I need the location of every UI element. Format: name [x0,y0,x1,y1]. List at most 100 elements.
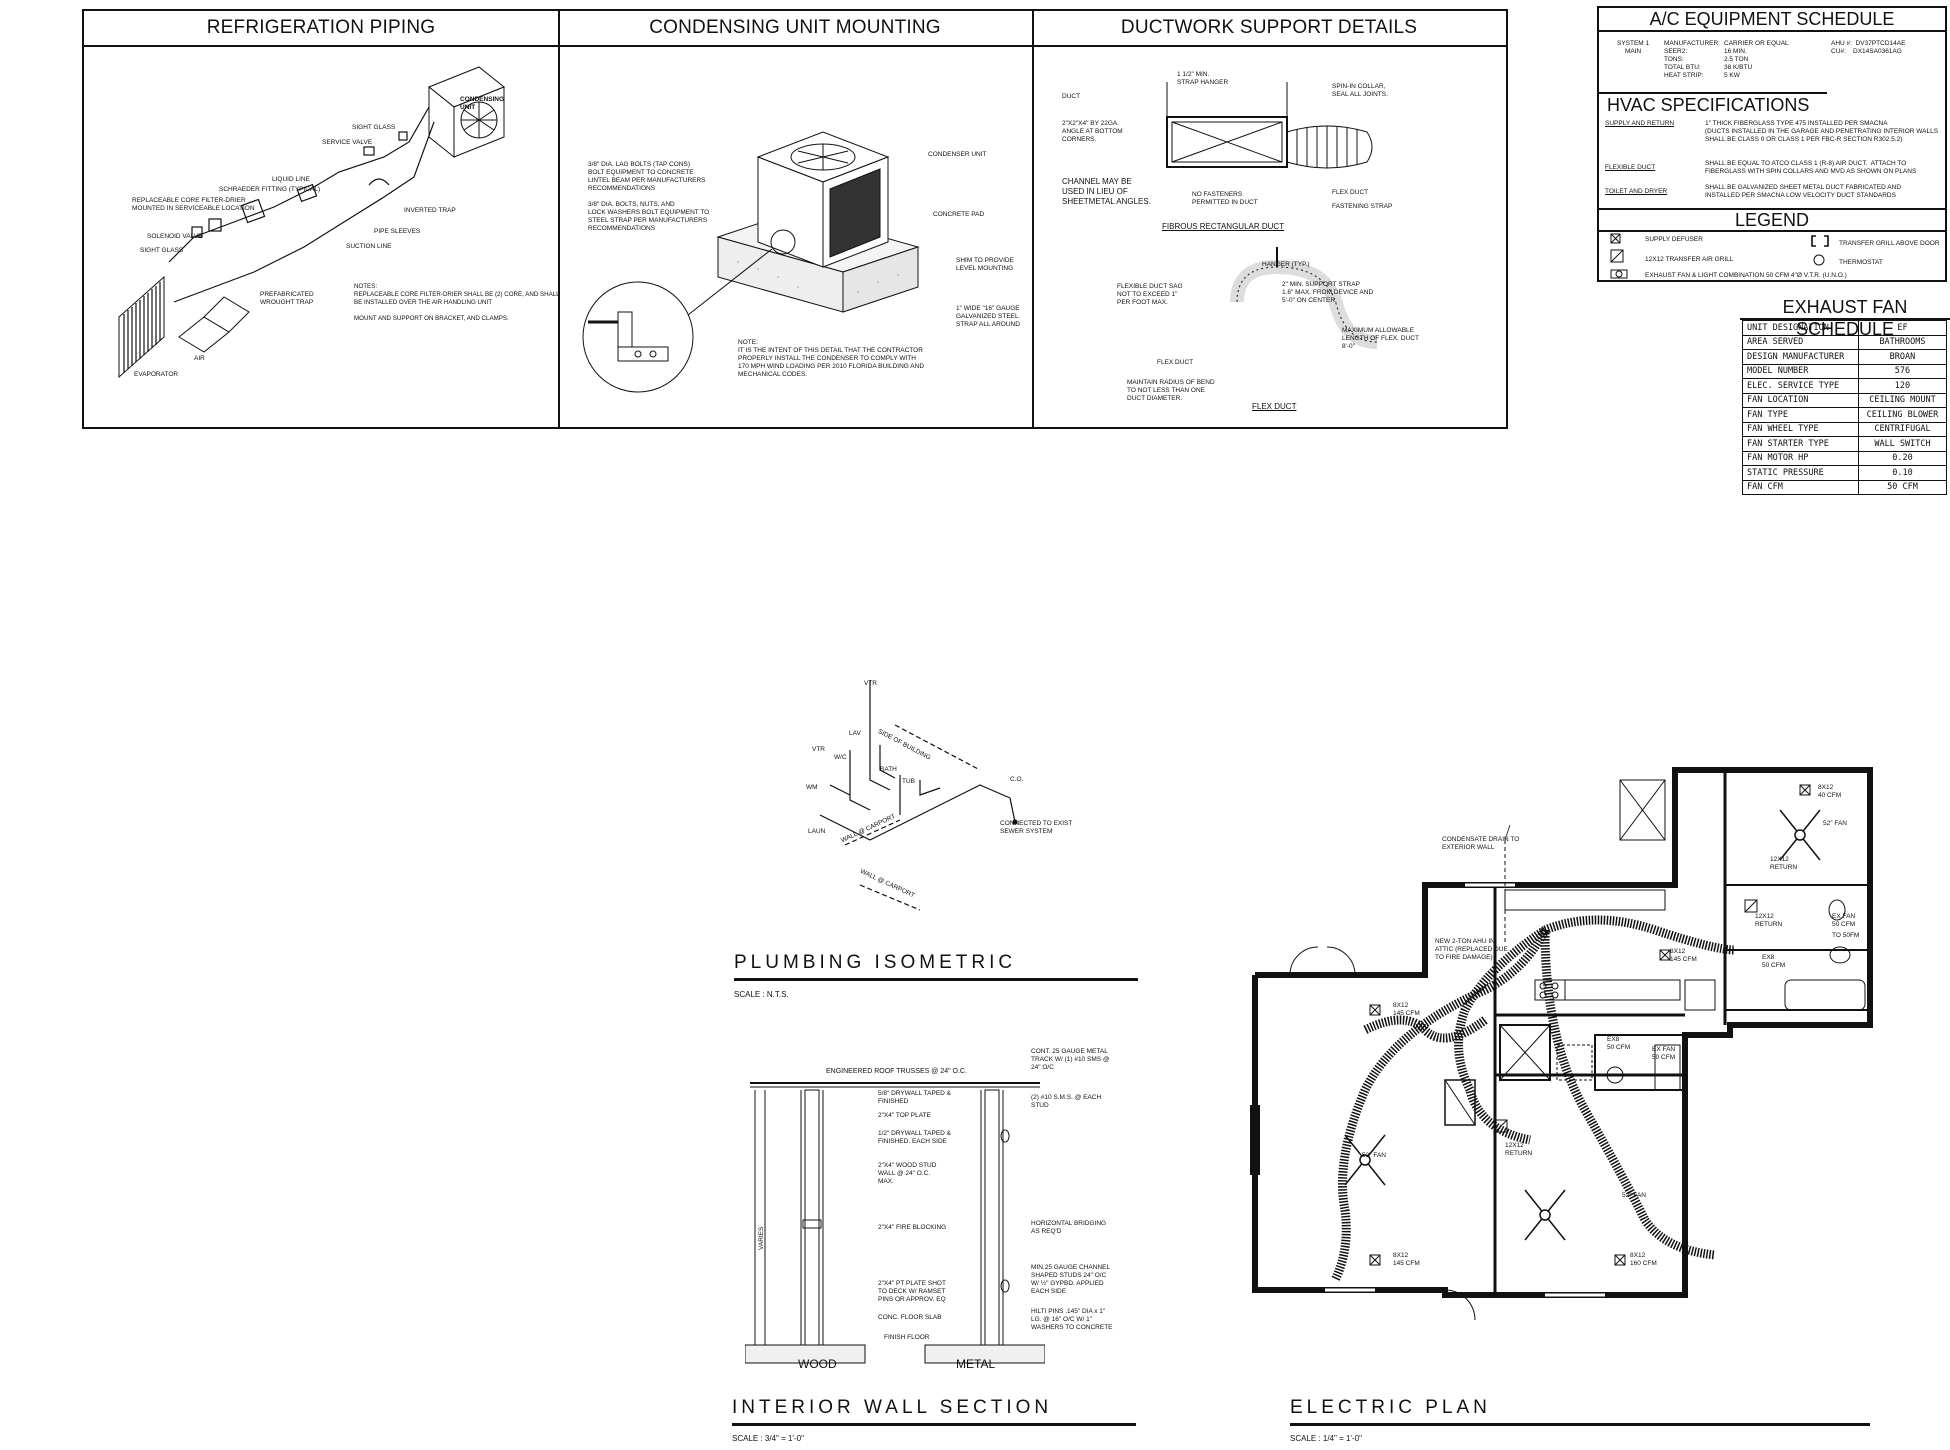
label-shim: SHIM TO PROVIDE LEVEL MOUNTING [956,257,1014,272]
exhaust-row-key: STATIC PRESSURE [1742,465,1859,481]
label-liquid-line: LIQUID LINE [272,176,310,183]
label-inverted-trap: INVERTED TRAP [404,207,456,214]
evaporator-graphic [118,275,250,379]
plumb-tub: TUB [902,778,915,785]
spec-key-toilet: TOILET AND DRYER [1605,188,1668,195]
ep-d2: 8X12 145 CFM [1670,948,1697,963]
ws-drywall-each: 1/2" DRYWALL TAPED & FINISHED. EACH SIDE [878,1130,951,1145]
plumbing-isometric-drawing [819,680,1018,911]
plumb-connected: CONNECTED TO EXIST SEWER SYSTEM [1000,820,1073,835]
label-radius: MAINTAIN RADIUS OF BEND TO NOT LESS THAN… [1127,379,1215,402]
ep-to50: TO 50FM [1832,932,1860,939]
ep-ret2: 12X12 RETURN [1755,913,1783,928]
ep-d3: 8X12 145 CFM [1393,1002,1420,1017]
ep-exfan2: EX FAN 50 CFM [1652,1046,1676,1061]
electric-plan-title-rule [1290,1423,1870,1426]
ws-metal-label: METAL [956,1357,996,1371]
exhaust-row-value: 576 [1857,363,1948,379]
plumb-bath: BATH [880,766,897,773]
ws-sms-stud: (2) #10 S.M.S. @ EACH STUD [1031,1094,1102,1109]
wall-section-scale: SCALE : 3/4" = 1'-0" [732,1434,804,1443]
ep-fan2: 52" FAN [1362,1152,1386,1159]
spec-text-flex: SHALL BE EQUAL TO ATCO CLASS 1 (R-8) AIR… [1705,160,1917,175]
exhaust-row-key: FAN LOCATION [1742,392,1859,408]
exhaust-row-value: 0.20 [1857,450,1948,466]
refrigeration-panel: REFRIGERATION PIPING [84,11,560,427]
exhaust-row-key: ELEC. SERVICE TYPE [1742,378,1859,394]
label-sight-glass-top: SIGHT GLASS [352,124,396,131]
label-hanger: HANGER (TYP.) [1262,261,1310,268]
label-pipe-sleeves: PIPE SLEEVES [374,228,421,235]
exhaust-row-key: FAN STARTER TYPE [1742,436,1859,452]
ac-system: SYSTEM 1 MAIN [1617,40,1650,55]
electric-plan-scale: SCALE : 1/4" = 1'-0" [1290,1434,1362,1443]
exhaust-row-value: CENTRIFUGAL [1857,421,1948,437]
plumbing-title: PLUMBING ISOMETRIC [734,952,1017,973]
label-bolts-nuts: 3/8" DIA. BOLTS, NUTS, AND LOCK WASHERS … [588,201,710,232]
wall-section-title: INTERIOR WALL SECTION [732,1397,1053,1418]
spec-key-flex: FLEXIBLE DUCT [1605,164,1656,171]
exhaust-row-value: EF [1857,320,1948,336]
label-strap: 1" WIDE "16" GAUGE GALVANIZED STEEL STRA… [956,305,1020,328]
ws-pt-plate: 2"X4" PT PLATE SHOT TO DECK W/ RAMSET PI… [878,1280,946,1303]
ep-condensate: CONDENSATE DRAIN TO EXTERIOR WALL [1442,836,1520,851]
label-prefab-trap: PREFABRICATED WROUGHT TRAP [260,291,314,306]
label-filter-drier: REPLACEABLE CORE FILTER-DRIER MOUNTED IN… [132,197,255,212]
ws-wood-label: WOOD [798,1357,837,1371]
exhaust-row-value: WALL SWITCH [1857,436,1948,452]
piping-lines [168,106,435,303]
plumb-wc: W/C [834,754,847,761]
legend-item-exhaust: EXHAUST FAN & LIGHT COMBINATION 50 CFM 4… [1645,272,1847,279]
exhaust-row-key: AREA SERVED [1742,334,1859,350]
caption-fibrous: FIBROUS RECTANGULAR DUCT [1162,222,1285,231]
ws-fire-blocking: 2"X4" FIRE BLOCKING [878,1224,947,1231]
legend-item-thermostat: THERMOSTAT [1839,259,1883,266]
ductwork-panel: DUCTWORK SUPPORT DETAILS 1 1/2" MIN. STR… [1032,11,1506,427]
ws-bridging: HORIZONTAL BRIDGING AS REQ'D [1031,1220,1107,1235]
label-strap-hanger: 1 1/2" MIN. STRAP HANGER [1177,71,1229,86]
plumb-lav: LAV [849,730,861,737]
plumb-vtr-left: VTR [812,746,825,753]
condensing-unit-graphic [428,66,505,159]
ep-fan1: 52" FAN [1823,820,1847,827]
legend-item-supply: SUPPLY DEFUSER [1645,236,1703,243]
label-fastening-strap: FASTENING STRAP [1332,203,1393,210]
ep-ef1: EX FAN 50 CFM [1832,913,1856,928]
exhaust-row-key: FAN CFM [1742,479,1859,495]
ac-values: CARRIER OR EQUAL 16 MIN. 2.5 TON 38 K/BT… [1724,40,1789,79]
label-concrete-pad: CONCRETE PAD [933,211,985,218]
ws-drywall: 5/8" DRYWALL TAPED & FINISHED [878,1090,951,1105]
spec-text-toilet: SHALL BE GALVANIZED SHEET METAL DUCT FAB… [1705,184,1902,199]
label-suction-line: SUCTION LINE [346,243,392,250]
label-condensing-unit: CONDENSING UNIT [460,96,505,111]
ep-d4: 8X12 145 CFM [1393,1252,1420,1267]
label-channel: CHANNEL MAY BE USED IN LIEU OF SHEETMETA… [1062,177,1151,206]
electric-plan-drawing [1250,767,1873,1321]
label-solenoid: SOLENOID VALVE [147,233,203,240]
exhaust-row-key: FAN TYPE [1742,407,1859,423]
label-sag: FLEXIBLE DUCT SAG NOT TO EXCEED 1" PER F… [1117,283,1183,306]
ws-cont-track: CONT. 25 GAUGE METAL TRACK W/ (1) #10 SM… [1031,1048,1110,1071]
spec-text-supply: 1" THICK FIBERGLASS TYPE 475 INSTALLED P… [1705,120,1939,143]
label-evaporator: EVAPORATOR [134,371,179,378]
ws-top-plate: 2"X4" TOP PLATE [878,1112,931,1119]
ws-stud-wall: 2"X4" WOOD STUD WALL @ 24" O.C. MAX. [878,1162,937,1185]
hvac-specs-title: HVAC SPECIFICATIONS [1599,92,1827,116]
label-spin-collar: SPIN-IN COLLAR, SEAL ALL JOINTS. [1332,83,1388,98]
refrigeration-notes: NOTES: REPLACEABLE CORE FILTER-DRIER SHA… [354,283,560,322]
ac-keys: MANUFACTURER: SEER2: TONS: TOTAL BTU: HE… [1664,40,1720,79]
ws-slab: CONC. FLOOR SLAB [878,1314,942,1321]
plumbing-title-rule [734,978,1138,981]
label-flex-duct-2: FLEX DUCT [1157,359,1194,366]
legend-item-transfer-grill: 12X12 TRANSFER AIR GRILL [1645,256,1734,263]
condensing-drawing [582,131,920,393]
label-support-strap: 2" MIN. SUPPORT STRAP 1.6" MAX. FROM DEV… [1282,281,1374,304]
label-no-fasteners: NO FASTENERS PERMITTED IN DUCT [1192,191,1258,206]
